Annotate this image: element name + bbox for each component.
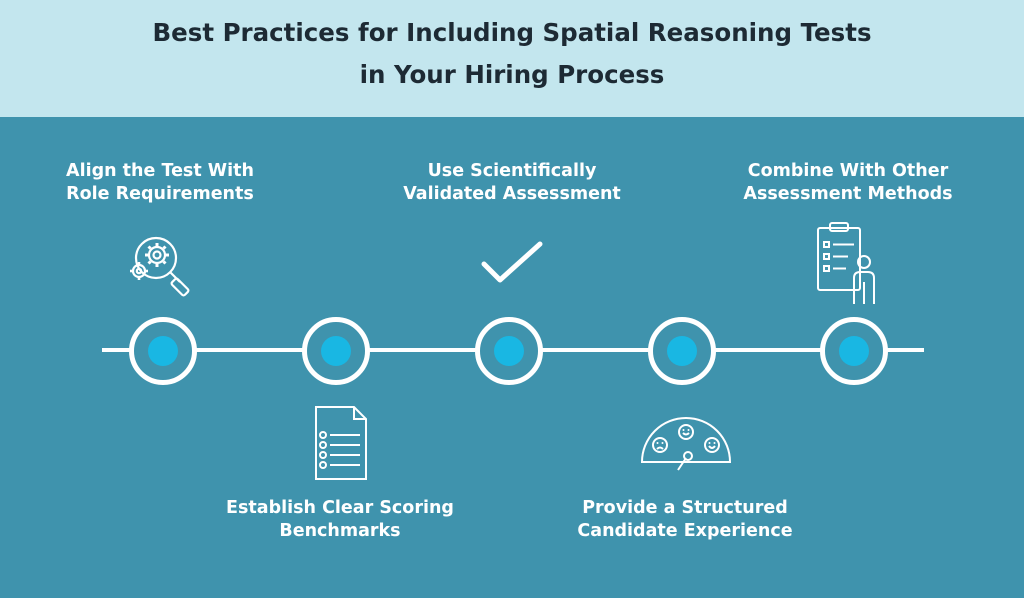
timeline-node-dot (494, 336, 524, 366)
timeline-node-dot (667, 336, 697, 366)
clipboard-person-icon (817, 222, 875, 304)
step-3-label: Use Scientifically Validated Assessment (382, 160, 642, 206)
step-5-label-line-1: Combine With Other (747, 161, 949, 181)
step-4-label-line-2: Candidate Experience (577, 521, 793, 541)
page-title: Best Practices for Including Spatial Rea… (0, 12, 1024, 96)
step-2-label-line-1: Establish Clear Scoring (226, 498, 454, 518)
timeline-node-dot (839, 336, 869, 366)
document-list-icon (315, 406, 367, 480)
step-4-label-line-1: Provide a Structured (582, 498, 788, 518)
step-2-label-line-2: Benchmarks (279, 521, 401, 541)
timeline-node-5 (820, 317, 888, 385)
checkmark-icon (481, 241, 543, 283)
timeline-node-1 (129, 317, 197, 385)
step-2-label: Establish Clear Scoring Benchmarks (210, 497, 470, 543)
step-1-label-line-2: Role Requirements (66, 184, 254, 204)
step-5-label-line-2: Assessment Methods (743, 184, 953, 204)
step-1-label-line-1: Align the Test With (66, 161, 254, 181)
timeline-node-2 (302, 317, 370, 385)
satisfaction-gauge-icon (640, 417, 732, 471)
timeline-node-4 (648, 317, 716, 385)
step-5-label: Combine With Other Assessment Methods (718, 160, 978, 206)
step-4-label: Provide a Structured Candidate Experienc… (555, 497, 815, 543)
timeline-node-dot (148, 336, 178, 366)
page-title-line-1: Best Practices for Including Spatial Rea… (152, 18, 872, 47)
step-3-label-line-1: Use Scientifically (427, 161, 597, 181)
header-banner (0, 0, 1024, 117)
timeline-node-3 (475, 317, 543, 385)
step-3-label-line-2: Validated Assessment (403, 184, 621, 204)
step-1-label: Align the Test With Role Requirements (30, 160, 290, 206)
page-title-line-2: in Your Hiring Process (359, 60, 665, 89)
gear-magnifier-icon (130, 236, 190, 297)
timeline-node-dot (321, 336, 351, 366)
